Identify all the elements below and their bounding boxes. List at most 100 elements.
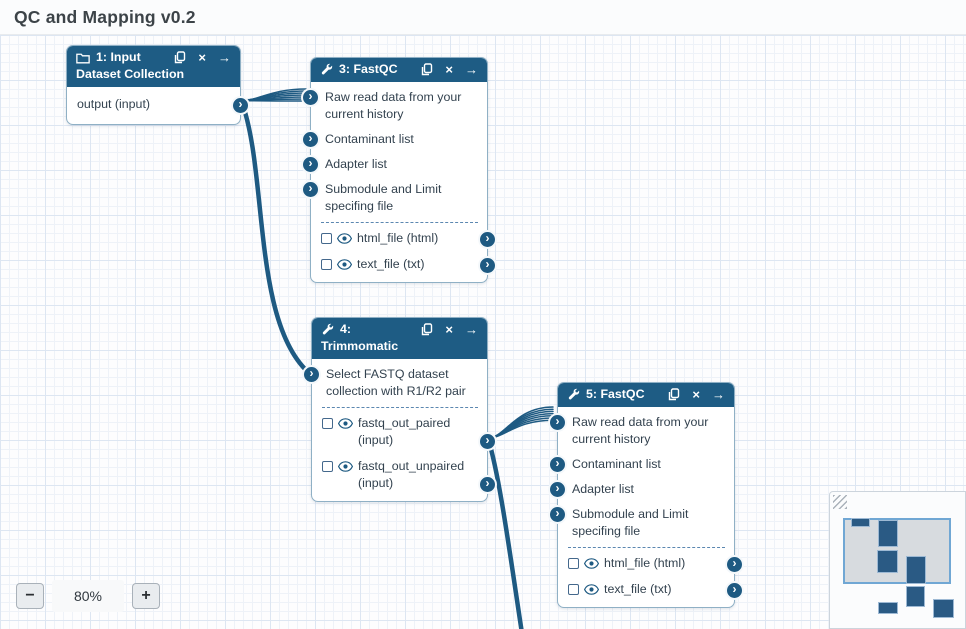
arrow-right-icon[interactable]: → — [465, 322, 478, 337]
output-row: text_file (txt) › — [311, 252, 495, 278]
output-terminal[interactable]: › — [233, 98, 248, 113]
output-checkbox[interactable] — [322, 461, 333, 472]
eye-icon[interactable] — [337, 259, 352, 270]
page-title: QC and Mapping v0.2 — [14, 7, 196, 27]
input-row: › Contaminant list — [550, 452, 734, 477]
eye-icon[interactable] — [337, 233, 352, 244]
minimap-resize-handle-icon[interactable] — [833, 495, 847, 509]
input-label: Select FASTQ dataset collection with R1/… — [326, 367, 466, 398]
input-terminal[interactable]: › — [550, 482, 565, 497]
output-label: fastq_out_paired (input) — [358, 416, 451, 447]
output-checkbox[interactable] — [321, 259, 332, 270]
duplicate-icon[interactable] — [421, 63, 433, 76]
input-row: › Raw read data from your current histor… — [303, 85, 487, 127]
output-terminal[interactable]: › — [727, 557, 742, 572]
close-icon[interactable]: × — [692, 387, 700, 402]
minimap[interactable] — [829, 491, 966, 629]
node-title: 3: FastQC — [339, 62, 398, 76]
node-title: 1: Input — [96, 50, 141, 64]
io-separator — [322, 407, 478, 408]
output-checkbox[interactable] — [568, 584, 579, 595]
io-separator — [321, 222, 478, 223]
output-terminal[interactable]: › — [480, 232, 495, 247]
zoom-out-button[interactable]: − — [16, 583, 44, 609]
output-checkbox[interactable] — [322, 418, 333, 429]
output-row: fastq_out_paired (input) › — [312, 411, 495, 454]
input-row: › Submodule and Limit specifing file — [550, 502, 734, 544]
wrench-icon — [321, 323, 334, 336]
output-row: text_file (txt) › — [558, 577, 742, 603]
input-row: › Contaminant list — [303, 127, 487, 152]
minimap-node — [878, 520, 898, 547]
input-terminal[interactable]: › — [303, 90, 318, 105]
arrow-right-icon[interactable]: → — [465, 62, 478, 77]
minimap-node — [877, 550, 898, 573]
output-row: html_file (html) › — [558, 551, 742, 577]
output-checkbox[interactable] — [568, 558, 579, 569]
minimap-node — [851, 518, 870, 527]
output-label: html_file (html) — [604, 556, 686, 570]
arrow-right-icon[interactable]: → — [712, 387, 725, 402]
titlebar: QC and Mapping v0.2 — [0, 0, 966, 35]
workflow-node-trimmomatic-4[interactable]: 4: × → Trimmomatic › Select FASTQ datase… — [304, 317, 495, 502]
workflow-node-fastqc-5[interactable]: 5: FastQC × → › Raw read data from your … — [550, 382, 742, 608]
minimap-node — [878, 602, 898, 614]
input-terminal[interactable]: › — [550, 457, 565, 472]
input-terminal[interactable]: › — [304, 367, 319, 382]
input-row: › Raw read data from your current histor… — [550, 410, 734, 452]
node-title: 4: — [340, 322, 352, 336]
input-terminal[interactable]: › — [550, 507, 565, 522]
close-icon[interactable]: × — [198, 50, 206, 65]
output-terminal[interactable]: › — [480, 477, 495, 492]
node-header[interactable]: 3: FastQC × → — [311, 58, 487, 82]
io-separator — [568, 547, 725, 548]
eye-icon[interactable] — [584, 584, 599, 595]
eye-icon[interactable] — [338, 418, 353, 429]
input-label: Submodule and Limit specifing file — [572, 507, 689, 538]
output-row: output (input) › — [67, 90, 248, 120]
output-label: text_file (txt) — [357, 257, 425, 271]
input-row: › Select FASTQ dataset collection with R… — [304, 362, 487, 404]
input-terminal[interactable]: › — [303, 157, 318, 172]
input-label: Contaminant list — [572, 457, 661, 471]
node-title-line2: Trimmomatic — [321, 339, 399, 353]
output-label: html_file (html) — [357, 231, 439, 245]
close-icon[interactable]: × — [445, 62, 453, 77]
workflow-node-fastqc-3[interactable]: 3: FastQC × → › Raw read data from your … — [303, 57, 495, 283]
zoom-in-button[interactable]: + — [132, 583, 160, 609]
minimap-node — [906, 556, 926, 584]
minimap-node — [906, 586, 925, 607]
input-row: › Submodule and Limit specifing file — [303, 177, 487, 219]
input-label: Raw read data from your current history — [325, 90, 462, 121]
node-header[interactable]: 5: FastQC × → — [558, 383, 734, 407]
node-title: 5: FastQC — [586, 387, 645, 401]
workflow-node-input-1[interactable]: 1: Input × → Dataset Collection output (… — [66, 45, 248, 125]
output-row: html_file (html) › — [311, 226, 495, 252]
zoom-level[interactable]: 80% — [52, 580, 124, 612]
input-label: Submodule and Limit specifing file — [325, 182, 442, 213]
wrench-icon — [320, 63, 333, 76]
input-terminal[interactable]: › — [550, 415, 565, 430]
input-terminal[interactable]: › — [303, 132, 318, 147]
node-title-line2: Dataset Collection — [76, 67, 185, 81]
wrench-icon — [567, 388, 580, 401]
node-header[interactable]: 1: Input × → Dataset Collection — [67, 46, 240, 87]
node-header[interactable]: 4: × → Trimmomatic — [312, 318, 487, 359]
duplicate-icon[interactable] — [174, 51, 186, 64]
output-terminal[interactable]: › — [480, 258, 495, 273]
output-terminal[interactable]: › — [727, 583, 742, 598]
duplicate-icon[interactable] — [668, 388, 680, 401]
input-label: Adapter list — [325, 157, 387, 171]
input-terminal[interactable]: › — [303, 182, 318, 197]
eye-icon[interactable] — [584, 558, 599, 569]
output-checkbox[interactable] — [321, 233, 332, 244]
close-icon[interactable]: × — [445, 322, 453, 337]
eye-icon[interactable] — [338, 461, 353, 472]
duplicate-icon[interactable] — [421, 323, 433, 336]
input-row: › Adapter list — [303, 152, 487, 177]
input-row: › Adapter list — [550, 477, 734, 502]
arrow-right-icon[interactable]: → — [218, 50, 231, 65]
output-terminal[interactable]: › — [480, 434, 495, 449]
input-label: Adapter list — [572, 482, 634, 496]
